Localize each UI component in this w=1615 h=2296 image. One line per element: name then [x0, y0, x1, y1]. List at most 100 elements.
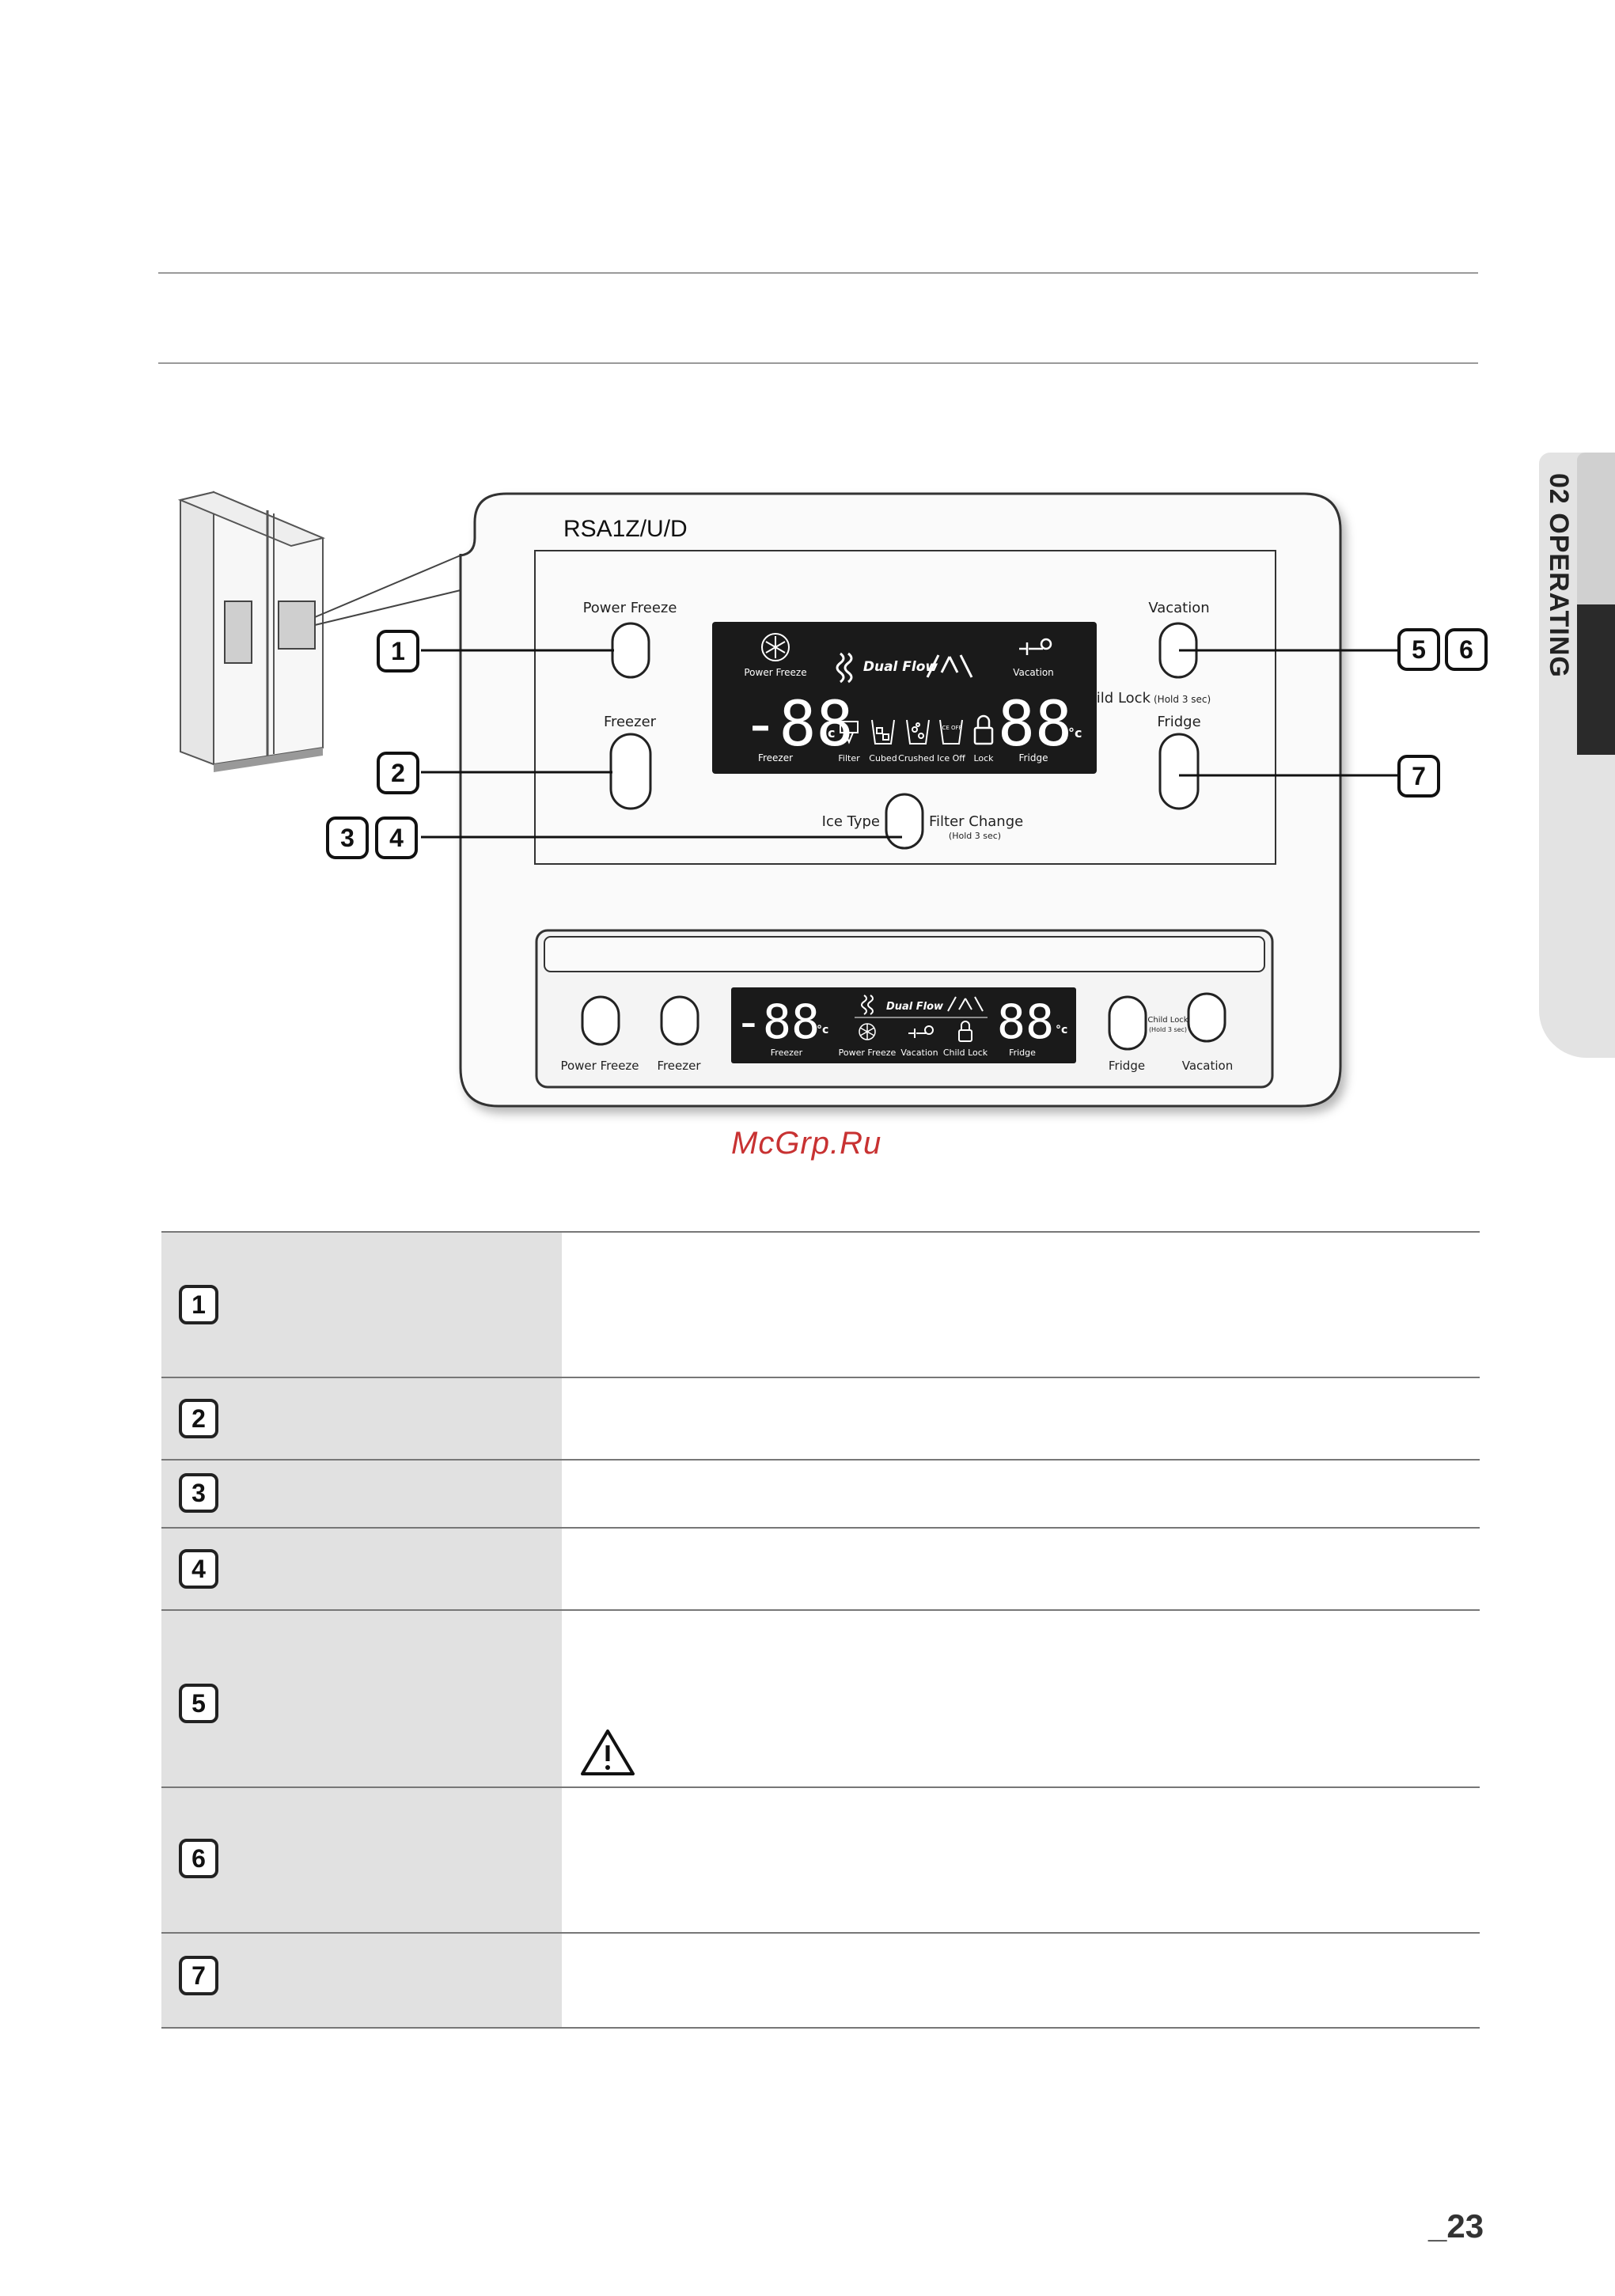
- vacation-icon: [1019, 638, 1052, 655]
- callout-2: 2: [391, 759, 405, 787]
- row-number-badge: 2: [179, 1399, 218, 1438]
- lcd-fridge-label: Fridge: [1019, 752, 1048, 763]
- row-description: [562, 1788, 1480, 1932]
- filter-icon: [840, 721, 859, 744]
- secondary-vacation-icon: [908, 1025, 934, 1038]
- table-row: 2: [161, 1378, 1480, 1461]
- secondary-lcd-display: [731, 987, 1076, 1063]
- table-row: 7: [161, 1934, 1480, 2029]
- row-description: [562, 1378, 1480, 1459]
- row-number-badge: 7: [179, 1956, 218, 1995]
- fridge-button[interactable]: [1158, 733, 1200, 810]
- callout-5: 5: [1412, 635, 1426, 664]
- callout-badge: 3: [326, 816, 369, 859]
- table-row: 1: [161, 1233, 1480, 1378]
- row-number-badge: 3: [179, 1473, 218, 1513]
- table-row: 3: [161, 1461, 1480, 1529]
- button-description-table: 1 2 3 4 5 6 7: [161, 1231, 1480, 2029]
- secondary-child-lock-hold-label: (Hold 3 sec): [1149, 1026, 1187, 1033]
- callout-badge: 4: [375, 816, 418, 859]
- secondary-freezer-label: Freezer: [657, 1059, 701, 1073]
- page-number: _23: [1428, 2207, 1484, 2245]
- secondary-power-freeze-label: Power Freeze: [560, 1059, 639, 1073]
- warning-icon: [581, 1730, 635, 1775]
- child-lock-hold-label: (Hold 3 sec): [1154, 694, 1211, 705]
- callout-3: 3: [340, 824, 354, 852]
- secondary-power-freeze-button[interactable]: [581, 995, 620, 1046]
- callout-badge: 1: [377, 630, 419, 673]
- callout-badge: 7: [1397, 755, 1440, 798]
- secondary-fridge-button[interactable]: [1108, 995, 1147, 1051]
- row-number-badge: 1: [179, 1285, 218, 1324]
- callout-4: 4: [389, 824, 404, 852]
- lcd-dual-flow: Dual Flow: [863, 659, 938, 675]
- lcd-filter: Filter: [838, 753, 860, 763]
- secondary-lcd-dual-flow: Dual Flow: [886, 1001, 944, 1013]
- secondary-lcd-fridge-label: Fridge: [1009, 1048, 1036, 1058]
- model-label: RSA1Z/U/D: [563, 516, 688, 542]
- secondary-lcd-freezer-unit: °c: [817, 1024, 828, 1036]
- secondary-lock-icon: [958, 1021, 972, 1042]
- callout-badge: 6: [1445, 628, 1488, 671]
- filter-change-hold-label: (Hold 3 sec): [949, 831, 1001, 841]
- lcd-vacation: Vacation: [1013, 667, 1054, 678]
- secondary-lcd-vacation: Vacation: [900, 1048, 938, 1058]
- row-description: [562, 1461, 1480, 1527]
- snowflake-icon: [761, 633, 790, 661]
- secondary-lcd-child-lock: Child Lock: [943, 1048, 988, 1058]
- row-description: [562, 1233, 1480, 1377]
- callout-badge: 2: [377, 752, 419, 794]
- row-number-badge: 5: [179, 1684, 218, 1723]
- top-rule-2: [158, 362, 1478, 364]
- freezer-label: Freezer: [604, 714, 657, 730]
- lcd-fridge-temp: 88: [998, 689, 1072, 760]
- ice-type-filter-button[interactable]: [885, 793, 924, 850]
- power-freeze-button[interactable]: [611, 622, 650, 679]
- lock-icon: [973, 714, 994, 745]
- secondary-snowflake-icon: [859, 1023, 876, 1040]
- cubed-ice-icon: [871, 719, 895, 744]
- lcd-power-freeze: Power Freeze: [744, 667, 806, 678]
- lcd-freezer-temp: -88: [742, 689, 854, 760]
- ice-off-icon-text: ICE OFF: [940, 725, 961, 731]
- row-number-badge: 6: [179, 1839, 218, 1878]
- section-side-tab: [1539, 453, 1615, 1058]
- control-panel-diagram: RSA1Z/U/D Power Freeze Freezer Vacation …: [177, 491, 1488, 1108]
- secondary-dual-flow-arrows-icon: [947, 996, 984, 1012]
- callout-1: 1: [391, 637, 405, 665]
- freezer-button[interactable]: [609, 733, 652, 810]
- secondary-lcd-fridge-unit: °c: [1056, 1024, 1067, 1036]
- section-tab-label: 02 OPERATING: [1544, 473, 1574, 678]
- secondary-fridge-label: Fridge: [1109, 1059, 1145, 1073]
- row-description: [562, 1611, 1480, 1786]
- lcd-freezer-label: Freezer: [758, 752, 793, 763]
- secondary-vacation-button[interactable]: [1187, 992, 1226, 1043]
- table-row: 4: [161, 1529, 1480, 1611]
- ice-off-icon: [939, 719, 963, 744]
- main-lcd-display: [712, 622, 1097, 774]
- refrigerator-illustration: [177, 491, 326, 772]
- lcd-cubed: Cubed: [869, 753, 897, 763]
- crushed-ice-icon: [906, 719, 930, 744]
- row-description: [562, 1934, 1480, 2027]
- filter-change-label: Filter Change: [929, 813, 1023, 830]
- lcd-crushed: Crushed: [898, 753, 935, 763]
- table-row: 6: [161, 1788, 1480, 1934]
- fridge-label: Fridge: [1157, 714, 1200, 730]
- callout-6: 6: [1459, 635, 1473, 664]
- secondary-freezer-button[interactable]: [660, 995, 699, 1046]
- secondary-child-lock-label: Child Lock: [1147, 1016, 1188, 1025]
- lcd-freezer-unit: °c: [821, 726, 835, 741]
- secondary-lcd-freezer-temp: -88: [734, 995, 820, 1050]
- dual-flow-arrows-icon: [926, 654, 973, 678]
- callout-badge: 5: [1397, 628, 1440, 671]
- vacation-label: Vacation: [1148, 600, 1209, 616]
- lcd-ice-off: Ice Off: [937, 753, 965, 763]
- secondary-lcd-power-freeze: Power Freeze: [839, 1048, 897, 1058]
- secondary-airflow-icon: [861, 995, 874, 1015]
- top-rule-1: [158, 272, 1478, 274]
- airflow-icon: [836, 652, 853, 684]
- row-number-badge: 4: [179, 1549, 218, 1589]
- lcd-fridge-unit: °c: [1068, 726, 1082, 741]
- row-description: [562, 1529, 1480, 1609]
